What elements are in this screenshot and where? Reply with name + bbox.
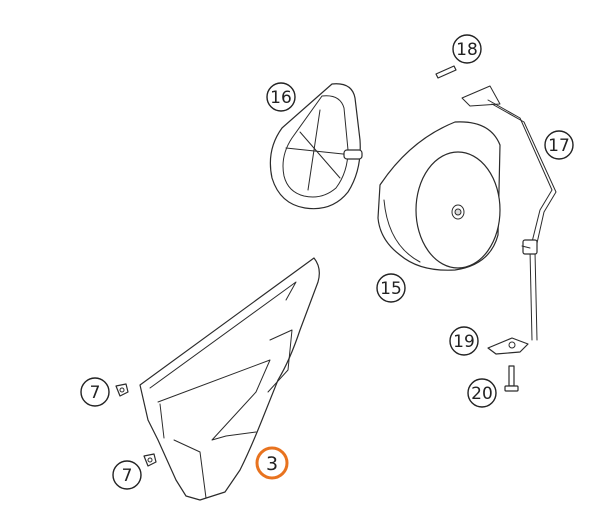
callout-18[interactable]: 18 xyxy=(452,34,482,64)
callout-17-label: 17 xyxy=(548,136,570,156)
callout-3-label: 3 xyxy=(266,453,278,475)
callout-7-bottom[interactable]: 7 xyxy=(112,460,142,490)
part-7-fastener-bottom[interactable] xyxy=(143,453,157,467)
callout-3-highlight-ring xyxy=(255,446,289,480)
part-17-rod[interactable] xyxy=(461,85,557,341)
callout-19-label: 19 xyxy=(453,332,475,352)
part-15-filter-housing[interactable] xyxy=(377,121,501,271)
callout-16[interactable]: 16 xyxy=(266,82,296,112)
part-16-frame[interactable] xyxy=(269,83,363,210)
callout-20-label: 20 xyxy=(471,384,493,404)
callout-3-highlighted[interactable]: 3 xyxy=(255,446,289,480)
part-7-fastener-top[interactable] xyxy=(115,383,129,397)
part-19-clip[interactable] xyxy=(487,337,529,355)
callout-7-top[interactable]: 7 xyxy=(80,377,110,407)
part-3-side-cover[interactable] xyxy=(139,257,320,501)
part-20-screw[interactable] xyxy=(504,365,519,392)
callout-17[interactable]: 17 xyxy=(544,130,574,160)
callout-19[interactable]: 19 xyxy=(449,326,479,356)
callout-20[interactable]: 20 xyxy=(467,378,497,408)
callout-15[interactable]: 15 xyxy=(376,273,406,303)
part-18-pin[interactable] xyxy=(435,65,457,79)
callout-7-top-label: 7 xyxy=(90,383,101,403)
callout-16-label: 16 xyxy=(270,88,292,108)
callout-15-label: 15 xyxy=(380,279,402,299)
callout-7-bottom-label: 7 xyxy=(122,466,133,486)
callout-18-label: 18 xyxy=(456,40,478,60)
